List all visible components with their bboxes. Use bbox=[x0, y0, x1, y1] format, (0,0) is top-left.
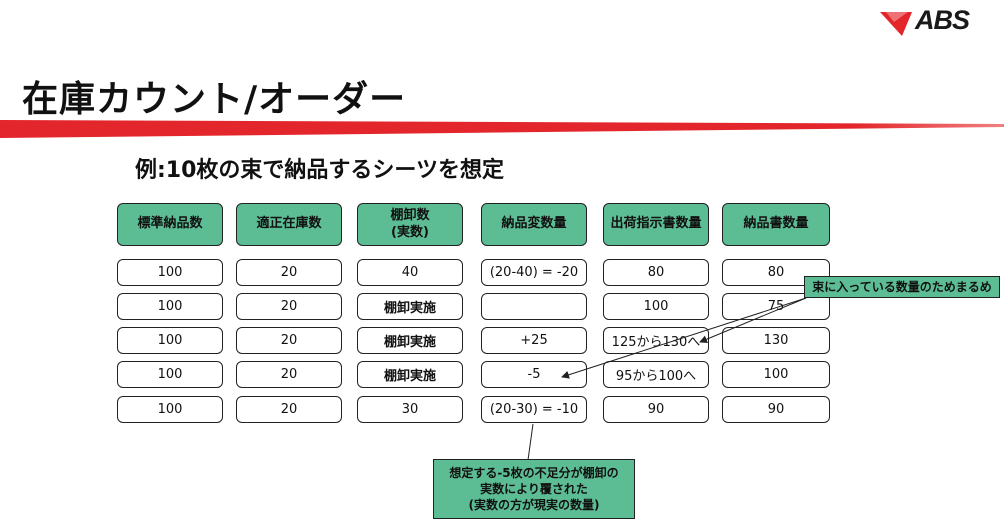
table-cell: 棚卸実施 bbox=[357, 327, 463, 354]
table-cell: 100 bbox=[722, 361, 830, 388]
example-subtitle: 例:10枚の束で納品するシーツを想定 bbox=[135, 158, 504, 183]
table-cell: 100 bbox=[117, 361, 223, 388]
table-cell: 100 bbox=[603, 293, 709, 320]
table-cell: 20 bbox=[236, 293, 342, 320]
table-cell: 20 bbox=[236, 361, 342, 388]
table-cell: 20 bbox=[236, 327, 342, 354]
arrow-to-minus5-cell bbox=[561, 297, 807, 379]
header-proper-stock: 適正在庫数 bbox=[236, 203, 342, 246]
abs-logo-icon bbox=[880, 12, 912, 36]
table-cell: 100 bbox=[117, 259, 223, 286]
header-shipping-instruction-qty: 出荷指示書数量 bbox=[603, 203, 709, 246]
table-cell: +25 bbox=[481, 327, 587, 354]
header-delivery-note-qty: 納品書数量 bbox=[722, 203, 830, 246]
table-cell: 130 bbox=[722, 327, 830, 354]
table-cell: 90 bbox=[603, 396, 709, 423]
table-cell: 20 bbox=[236, 259, 342, 286]
header-standard-delivery: 標準納品数 bbox=[117, 203, 223, 246]
table-cell bbox=[481, 293, 587, 320]
table-cell: 95から100へ bbox=[603, 361, 709, 388]
header-delivery-variance: 納品変数量 bbox=[481, 203, 587, 246]
table-cell: 80 bbox=[603, 259, 709, 286]
table-cell: (20-40) = -20 bbox=[481, 259, 587, 286]
table-cell: 40 bbox=[357, 259, 463, 286]
line-to-minus10-cell bbox=[527, 423, 534, 461]
page-title: 在庫カウント/オーダー bbox=[22, 79, 407, 120]
header-inventory-count: 棚卸数(実数) bbox=[357, 203, 463, 246]
table-cell: 100 bbox=[117, 327, 223, 354]
arrow-to-130-cell bbox=[699, 297, 807, 344]
callout-bundle-rounding: 束に入っている数量のためまるめ bbox=[804, 276, 1000, 298]
table-cell: 30 bbox=[357, 396, 463, 423]
logo-text: ABS bbox=[915, 5, 970, 35]
table-cell: 125から130へ bbox=[603, 327, 709, 354]
table-cell: 棚卸実施 bbox=[357, 293, 463, 320]
table-cell: 20 bbox=[236, 396, 342, 423]
table-cell: (20-30) = -10 bbox=[481, 396, 587, 423]
table-cell: 100 bbox=[117, 396, 223, 423]
title-underline-bar bbox=[0, 120, 1004, 138]
table-cell: 90 bbox=[722, 396, 830, 423]
callout-shortage-explanation: 想定する-5枚の不足分が棚卸の 実数により覆された (実数の方が現実の数量) bbox=[433, 459, 635, 519]
table-cell: 100 bbox=[117, 293, 223, 320]
table-cell: 棚卸実施 bbox=[357, 361, 463, 388]
